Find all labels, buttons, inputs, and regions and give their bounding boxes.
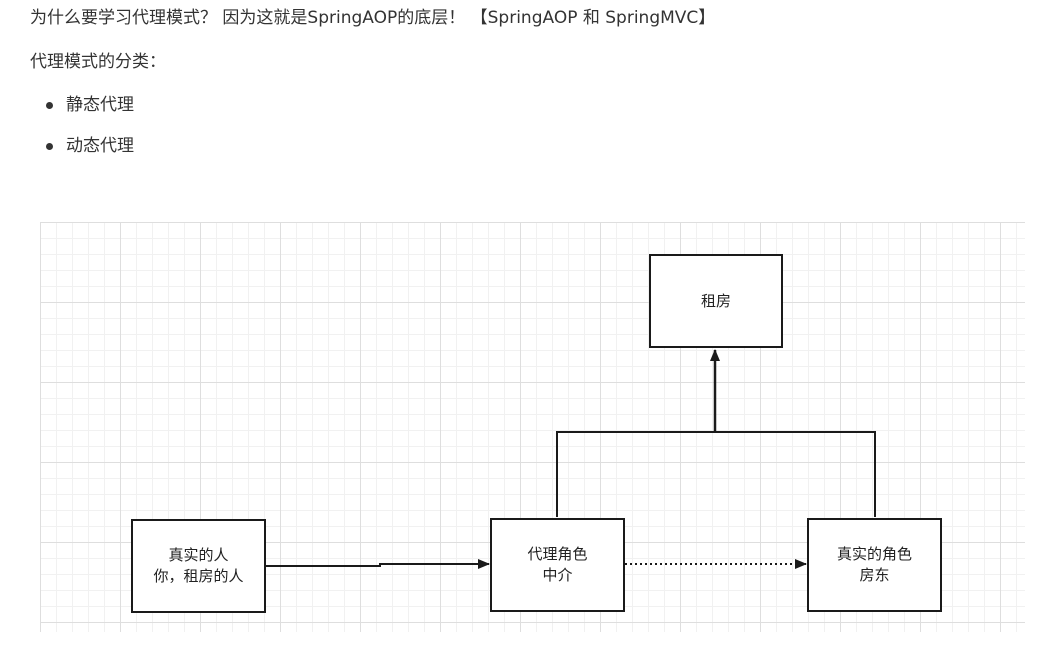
proxy-pattern-diagram: 租房 真实的人 你，租房的人 代理角色 中介 真实的角色 房东 [40,222,1025,632]
proxy-to-rent-line [556,431,715,517]
proxy-box: 代理角色 中介 [490,518,625,612]
real-role-box: 真实的角色 房东 [807,518,942,612]
category-list: 静态代理 动态代理 [46,90,134,172]
proxy-label-line1: 代理角色 [527,545,588,563]
real-to-rent-line [715,431,876,517]
bullet-icon [46,102,53,109]
category-title: 代理模式的分类： [30,52,166,72]
rent-box: 租房 [649,254,783,348]
proxy-label-line2: 中介 [542,566,573,584]
client-box: 真实的人 你，租房的人 [131,519,266,613]
real-role-label-line2: 房东 [859,566,890,584]
list-item-dynamic-proxy: 动态代理 [46,131,134,172]
list-item-static-proxy: 静态代理 [46,90,134,131]
list-item-label: 静态代理 [66,95,134,115]
list-item-label: 动态代理 [66,136,134,156]
intro-text: 为什么要学习代理模式？ 因为这就是SpringAOP的底层！ 【SpringAO… [30,8,716,28]
rent-label: 租房 [700,291,731,310]
client-label-line2: 你，租房的人 [153,567,244,585]
bullet-icon [46,143,53,150]
real-role-label-line1: 真实的角色 [836,545,912,563]
client-label-line1: 真实的人 [168,546,229,564]
client-to-proxy-arrow [266,559,490,569]
connector-lines [266,349,876,569]
